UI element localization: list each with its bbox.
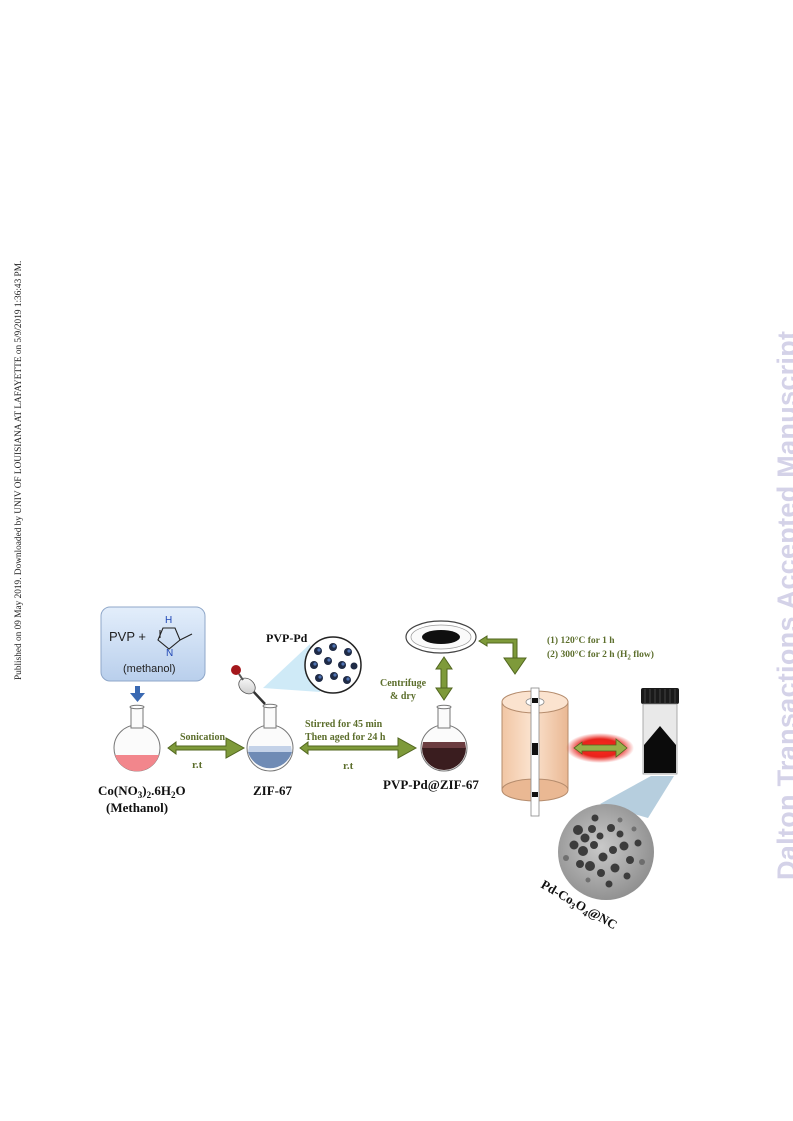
flask1-formula: Co(NO3)2.6H2O (98, 783, 186, 800)
reagent-box: PVP + H N (methanol) (100, 606, 206, 682)
heating-glow-arrow (566, 733, 634, 763)
methylimidazole-structure (157, 627, 193, 650)
pvp-plus-label: PVP + (109, 629, 146, 644)
drying-dish (405, 620, 477, 654)
sonication-arrow (167, 737, 246, 759)
flask-pvp-pd-zif67 (420, 704, 468, 772)
tem-image (558, 804, 654, 900)
stirring-label-line2: Then aged for 24 h (305, 732, 386, 743)
centrifuge-arrow (435, 656, 453, 701)
imidazole-n-label: N (166, 648, 173, 659)
pvp-pd-nanoparticles (304, 636, 362, 694)
tube-furnace (501, 687, 569, 817)
reagent-box-frame (100, 606, 206, 682)
stirring-temp-label: r.t (343, 760, 354, 772)
sonication-temp-label: r.t (192, 759, 203, 771)
solvent-label: (methanol) (123, 663, 176, 675)
stirring-label-line1: Stirred for 45 min (305, 719, 383, 730)
flask1-solvent: (Methanol) (106, 800, 168, 815)
anneal-step1-label: (1) 120°C for 1 h (547, 635, 615, 646)
imidazole-h-label: H (165, 615, 172, 626)
product-vial (641, 688, 679, 775)
dry-label: & dry (390, 691, 416, 702)
anneal-step2-label: (2) 300°C for 2 h (H2 flow) (547, 649, 654, 662)
sonication-label: Sonication (180, 732, 225, 743)
centrifuge-label: Centrifuge (380, 678, 427, 689)
reagent-down-arrow (130, 686, 145, 702)
zif67-label: ZIF-67 (253, 783, 293, 798)
dropper (231, 665, 266, 705)
pvp-pd-label: PVP-Pd (266, 631, 308, 645)
flask-zif67 (246, 703, 294, 772)
flask-cobalt-nitrate (113, 704, 161, 772)
stirring-arrow (299, 737, 418, 759)
pvp-pd-zif67-label: PVP-Pd@ZIF-67 (383, 777, 479, 792)
anneal-arrow (478, 635, 527, 675)
